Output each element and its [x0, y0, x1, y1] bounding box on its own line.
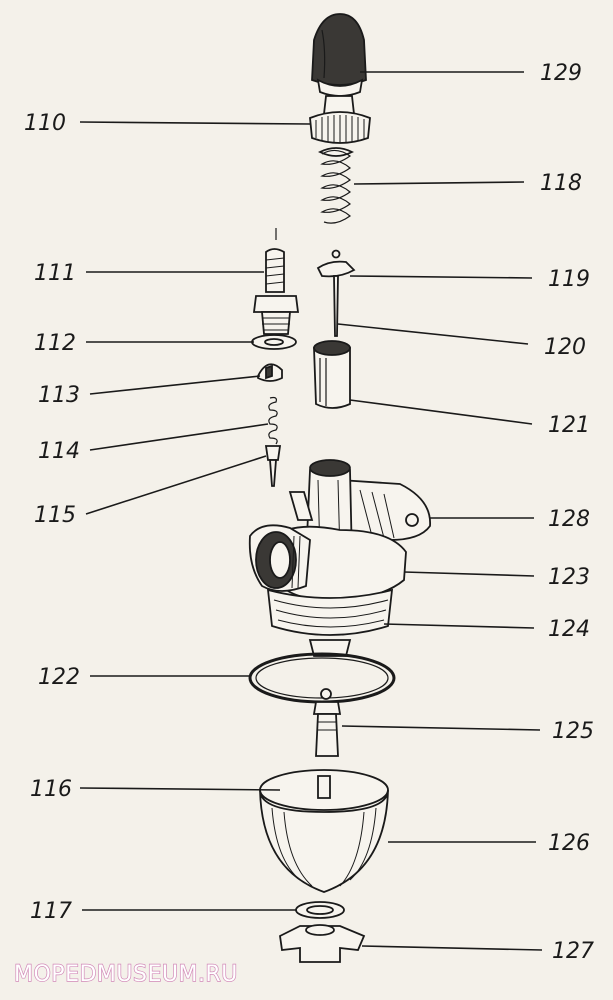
part-110-knurled-nut	[309, 95, 371, 144]
part-119-120-needle	[316, 249, 356, 337]
leader-125	[341, 725, 541, 731]
callout-129: 129	[540, 61, 582, 86]
callout-labels: 129 110 118 111 119 112 120 113 121 114 …	[24, 61, 594, 964]
part-112-washer	[251, 334, 297, 350]
part-123-carburetor-body	[248, 459, 431, 601]
callout-124: 124	[548, 617, 590, 642]
callout-115: 115	[34, 503, 76, 528]
watermark-logo: MOPEDMUSEUM.RU	[13, 961, 238, 987]
part-114-115-spring-pin	[264, 396, 282, 487]
callout-121: 121	[548, 413, 590, 438]
callout-113: 113	[38, 383, 80, 408]
part-118-spring	[317, 147, 355, 224]
callout-118: 118	[540, 171, 582, 196]
callout-116: 116	[30, 777, 72, 802]
callout-126: 126	[548, 831, 590, 856]
callout-123: 123	[548, 565, 590, 590]
callout-120: 120	[544, 335, 586, 360]
callout-127: 127	[552, 939, 594, 964]
callout-112: 112	[34, 331, 76, 356]
part-129-cap	[311, 13, 367, 97]
callout-111: 111	[34, 261, 76, 286]
part-121-throttle-slide	[313, 340, 351, 409]
part-117-seal	[295, 901, 345, 919]
part-113-cone	[257, 363, 283, 382]
callout-125: 125	[552, 719, 594, 744]
leader-116	[79, 787, 281, 791]
callout-128: 128	[548, 507, 590, 532]
leader-121	[349, 399, 533, 425]
callout-117: 117	[30, 899, 72, 924]
callout-114: 114	[38, 439, 80, 464]
leader-110	[79, 121, 311, 125]
part-125-jet	[312, 688, 342, 757]
leader-123	[403, 571, 535, 577]
part-127-wing-nut	[279, 924, 366, 963]
leader-120	[337, 323, 529, 345]
part-111-fitting	[252, 228, 300, 335]
part-126-float-bowl	[259, 769, 389, 893]
leader-115	[85, 455, 267, 515]
part-124-chamber-ring	[266, 588, 394, 657]
watermark-text: MOPEDMUSEUM.RU	[14, 962, 238, 987]
leader-119	[349, 275, 533, 279]
callout-122: 122	[38, 665, 80, 690]
leader-114	[89, 423, 269, 451]
callout-119: 119	[548, 267, 590, 292]
leader-113	[89, 375, 261, 395]
callout-110: 110	[24, 111, 66, 136]
leader-127	[361, 945, 543, 951]
leader-124	[383, 623, 535, 629]
leader-118	[353, 181, 525, 185]
leader-lines	[79, 71, 543, 951]
